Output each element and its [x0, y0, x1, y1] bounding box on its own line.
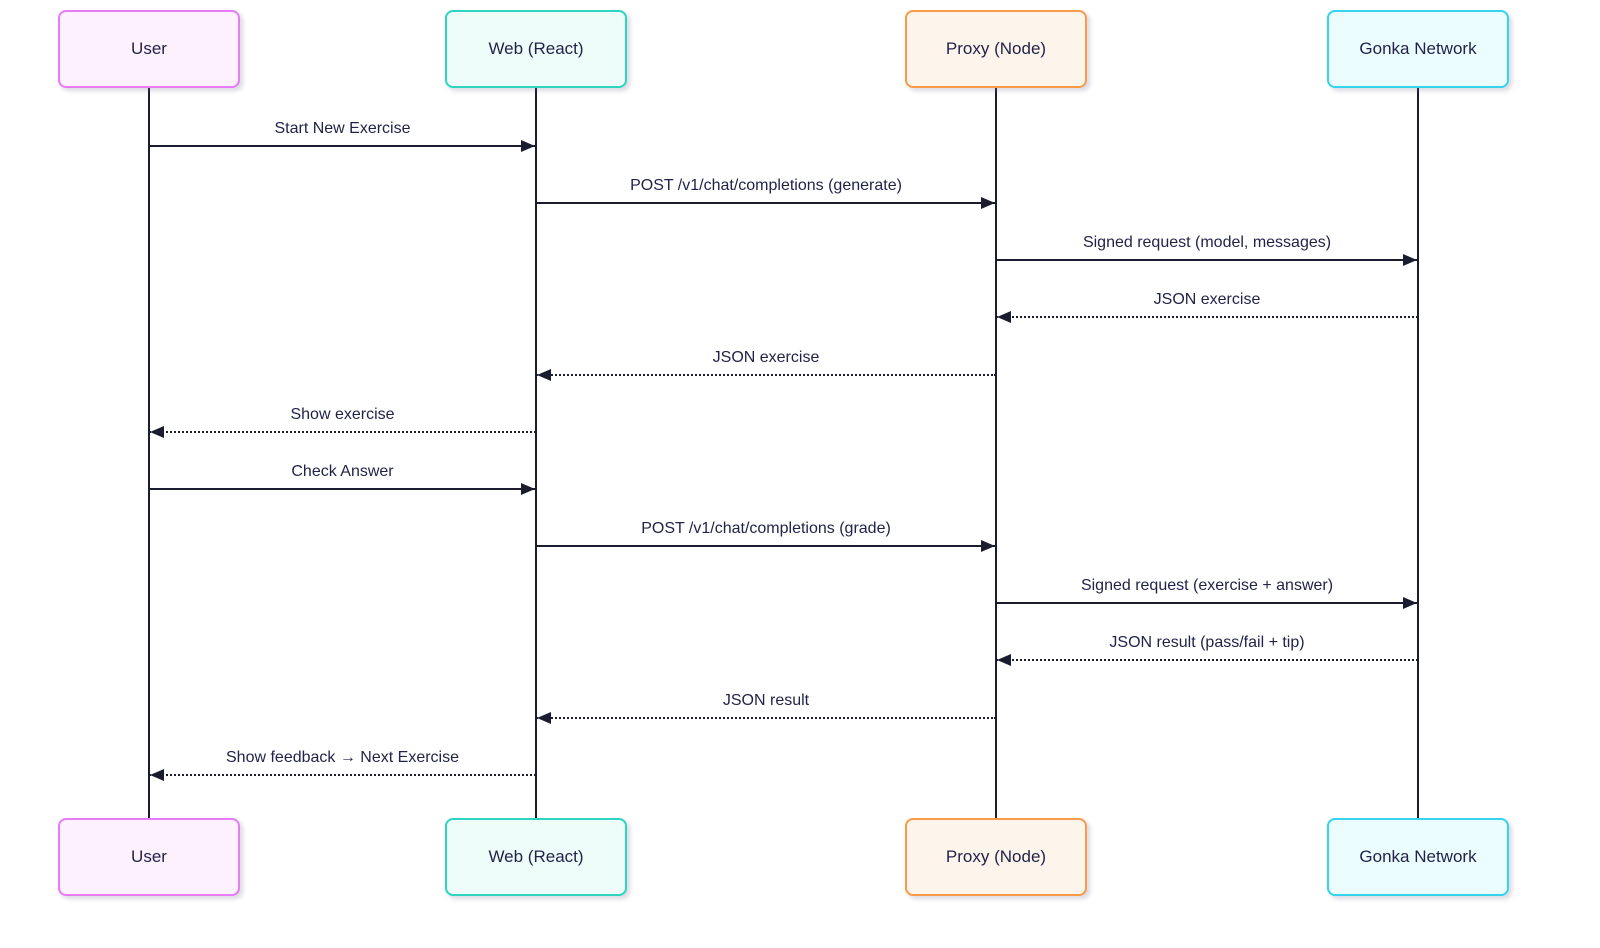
message-arrow [149, 140, 536, 152]
actor-label: Web (React) [488, 847, 584, 866]
arrowhead-left-icon [150, 426, 164, 438]
arrowhead-right-icon [981, 197, 995, 209]
arrowhead-right-icon [521, 140, 535, 152]
actor-label: User [131, 847, 167, 866]
actor-label: Proxy (Node) [945, 39, 1047, 58]
message-show-feedback: Show feedback → Next Exercise [149, 747, 536, 781]
arrowhead-left-icon [537, 369, 551, 381]
message-label: JSON result (pass/fail + tip) [1109, 634, 1305, 651]
actor-box-gonka-top: Gonka Network [1327, 10, 1509, 88]
arrowhead-left-icon [997, 311, 1011, 323]
actor-box-user-bottom: User [58, 818, 240, 896]
message-arrow [996, 597, 1418, 609]
message-arrow [149, 483, 536, 495]
actor-label: Gonka Network [1359, 39, 1477, 58]
lifeline-gonka [1417, 88, 1419, 818]
actor-label: Proxy (Node) [945, 847, 1047, 866]
actor-box-proxy-bottom: Proxy (Node) [905, 818, 1087, 896]
arrowhead-left-icon [150, 769, 164, 781]
message-label: Show feedback → Next Exercise [226, 749, 459, 766]
arrowhead-right-icon [1403, 597, 1417, 609]
message-label: POST /v1/chat/completions (generate) [630, 177, 902, 194]
message-signed-request-generate: Signed request (model, messages) [996, 232, 1418, 266]
message-arrow [996, 311, 1418, 323]
arrowhead-right-icon [1403, 254, 1417, 266]
message-json-result-proxy: JSON result [536, 690, 996, 724]
message-arrow [536, 540, 996, 552]
message-json-result-network: JSON result (pass/fail + tip) [996, 632, 1418, 666]
actor-label: User [131, 39, 167, 58]
message-signed-request-grade: Signed request (exercise + answer) [996, 575, 1418, 609]
actor-box-user-top: User [58, 10, 240, 88]
actor-box-web-bottom: Web (React) [445, 818, 627, 896]
actor-box-gonka-bottom: Gonka Network [1327, 818, 1509, 896]
message-arrow [996, 254, 1418, 266]
arrowhead-right-icon [981, 540, 995, 552]
message-start-new-exercise: Start New Exercise [149, 118, 536, 152]
lifeline-web [535, 88, 537, 818]
message-label: JSON exercise [712, 349, 820, 366]
message-json-exercise-proxy: JSON exercise [536, 347, 996, 381]
actor-box-proxy-top: Proxy (Node) [905, 10, 1087, 88]
message-post-generate: POST /v1/chat/completions (generate) [536, 175, 996, 209]
message-arrow [996, 654, 1418, 666]
message-label: Signed request (exercise + answer) [1080, 577, 1334, 594]
actor-label: Gonka Network [1359, 847, 1477, 866]
message-arrow [536, 712, 996, 724]
message-json-exercise-network: JSON exercise [996, 289, 1418, 323]
arrowhead-left-icon [537, 712, 551, 724]
message-label: Check Answer [291, 463, 394, 480]
message-arrow [149, 769, 536, 781]
message-label: Show exercise [290, 406, 395, 423]
arrowhead-right-icon [521, 483, 535, 495]
message-label: POST /v1/chat/completions (grade) [641, 520, 891, 537]
message-arrow [149, 426, 536, 438]
message-arrow [536, 369, 996, 381]
message-label: Signed request (model, messages) [1082, 234, 1332, 251]
message-show-exercise: Show exercise [149, 404, 536, 438]
message-label: Start New Exercise [274, 120, 411, 137]
message-label: JSON result [722, 692, 810, 709]
message-post-grade: POST /v1/chat/completions (grade) [536, 518, 996, 552]
actor-label: Web (React) [488, 39, 584, 58]
lifeline-proxy [995, 88, 997, 818]
arrowhead-left-icon [997, 654, 1011, 666]
message-arrow [536, 197, 996, 209]
actor-box-web-top: Web (React) [445, 10, 627, 88]
message-check-answer: Check Answer [149, 461, 536, 495]
lifeline-user [148, 88, 150, 818]
message-label: JSON exercise [1153, 291, 1261, 308]
